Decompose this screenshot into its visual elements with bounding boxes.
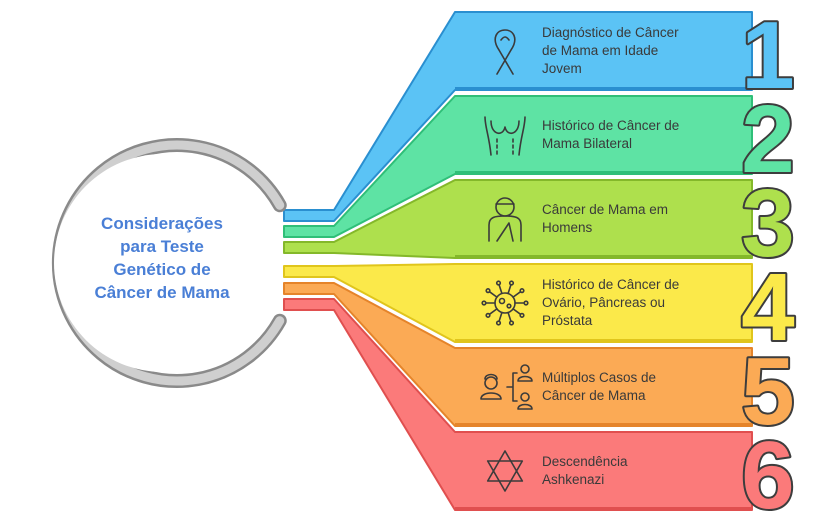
item-4-line-3: Próstata xyxy=(542,313,593,328)
item-1-line-2: de Mama em Idade xyxy=(542,43,659,58)
torso-icon xyxy=(484,116,526,156)
item-1-line-3: Jovem xyxy=(542,61,582,76)
item-1-text: Diagnóstico de Câncer de Mama em Idade J… xyxy=(542,24,712,78)
item-1-number: 1 xyxy=(741,2,794,109)
item-3-line-2: Homens xyxy=(542,220,593,235)
hub-ring xyxy=(51,138,287,388)
item-6-text: Descendência Ashkenazi xyxy=(542,453,712,489)
star-of-david-icon xyxy=(486,450,524,492)
band-2: 2 xyxy=(283,84,797,238)
band-4: 4 xyxy=(283,252,797,363)
item-5-number: 5 xyxy=(741,338,794,445)
hub-title-line-1: Considerações xyxy=(101,214,223,233)
item-3-number: 3 xyxy=(741,170,794,277)
band-6: 6 xyxy=(283,298,797,531)
item-2-number: 2 xyxy=(741,86,794,193)
family-tree-icon xyxy=(480,364,533,410)
item-6-line-1: Descendência xyxy=(542,454,628,469)
hub-title-line-3: Genético de xyxy=(113,260,211,279)
band-1: 1 xyxy=(283,0,797,222)
ribbon-icon xyxy=(494,29,516,75)
band-3: 3 xyxy=(283,168,797,279)
item-5-line-1: Múltiplos Casos de xyxy=(542,370,657,385)
item-4-text: Histórico de Câncer de Ovário, Pâncreas … xyxy=(542,276,712,330)
hub-title: Considerações para Teste Genético de Cân… xyxy=(62,212,262,304)
item-1-line-1: Diagnóstico de Câncer xyxy=(542,25,679,40)
item-2-text: Histórico de Câncer de Mama Bilateral xyxy=(542,117,712,153)
item-4-line-2: Ovário, Pâncreas ou xyxy=(542,295,666,310)
man-icon xyxy=(488,197,522,242)
item-6-line-2: Ashkenazi xyxy=(542,472,605,487)
item-4-number: 4 xyxy=(741,254,794,361)
item-2-line-2: Mama Bilateral xyxy=(542,136,633,151)
item-5-line-2: Câncer de Mama xyxy=(542,388,646,403)
item-6-number: 6 xyxy=(741,422,794,526)
hub-title-line-2: para Teste xyxy=(120,237,204,256)
band-5: 5 xyxy=(283,282,797,447)
item-3-text: Câncer de Mama em Homens xyxy=(542,201,712,237)
item-5-text: Múltiplos Casos de Câncer de Mama xyxy=(542,369,712,405)
hub-title-line-4: Câncer de Mama xyxy=(94,283,230,302)
item-2-line-1: Histórico de Câncer de xyxy=(542,118,680,133)
item-4-line-1: Histórico de Câncer de xyxy=(542,277,680,292)
item-3-line-1: Câncer de Mama em xyxy=(542,202,669,217)
cell-icon xyxy=(481,280,529,326)
